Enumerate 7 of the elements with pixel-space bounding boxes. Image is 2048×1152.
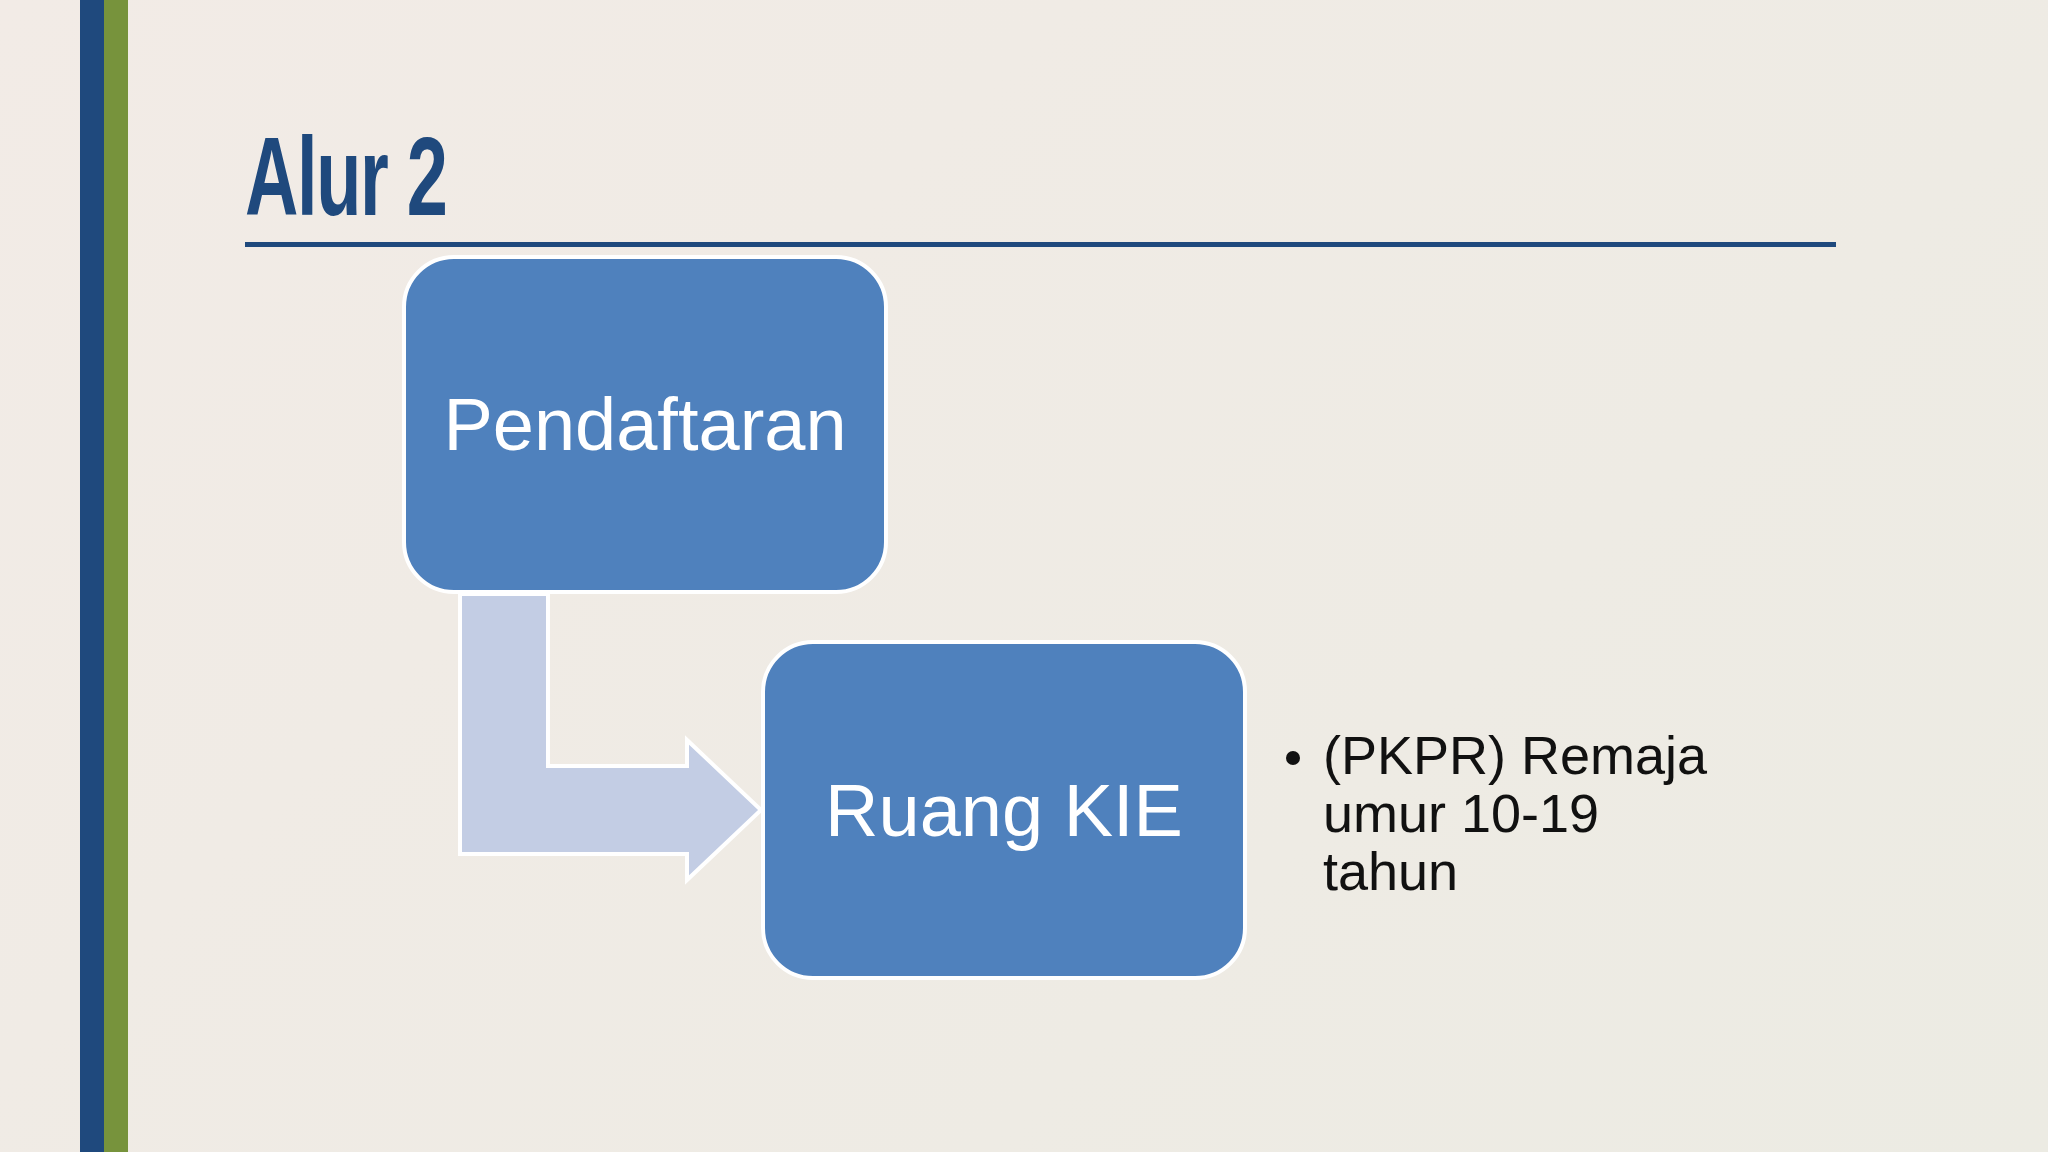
process-box (761, 640, 1247, 980)
bullet-text: (PKPR) Remaja umur 10-19 tahun (1323, 726, 1709, 900)
slide-title: Alur 2 (245, 113, 447, 241)
box-label: Ruang KIE (825, 767, 1183, 853)
process-box (402, 255, 888, 594)
box-label: Pendaftaran (443, 382, 847, 467)
bent-arrow (458, 592, 764, 885)
